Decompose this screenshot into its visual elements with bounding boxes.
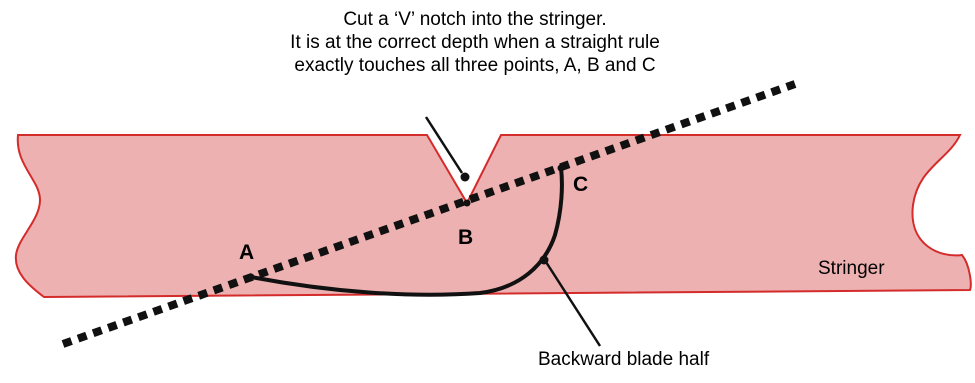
caption-line-1: Cut a ‘V’ notch into the stringer. xyxy=(343,9,607,30)
blade-leader-line xyxy=(544,261,602,347)
point-b-marker xyxy=(463,199,471,207)
blade-half-curve xyxy=(249,166,564,297)
blade-leader-dot xyxy=(539,255,549,265)
blade-label: Backward blade half xyxy=(538,349,710,370)
notch-leader-dot xyxy=(460,172,470,182)
instruction-caption: Cut a ‘V’ notch into the stringer. It is… xyxy=(288,8,662,77)
stringer-label: Stringer xyxy=(818,258,885,279)
notch-leader-line xyxy=(424,116,464,174)
caption-line-2: It is at the correct depth when a straig… xyxy=(290,32,660,53)
point-a-marker xyxy=(247,273,255,281)
point-c-marker xyxy=(557,164,565,172)
point-c-label: C xyxy=(573,173,589,196)
stringer-board xyxy=(14,134,972,299)
caption-line-3: exactly touches all three points, A, B a… xyxy=(294,55,656,76)
straight-rule xyxy=(61,80,797,348)
point-a-label: A xyxy=(239,241,255,264)
point-b-label: B xyxy=(458,226,474,249)
